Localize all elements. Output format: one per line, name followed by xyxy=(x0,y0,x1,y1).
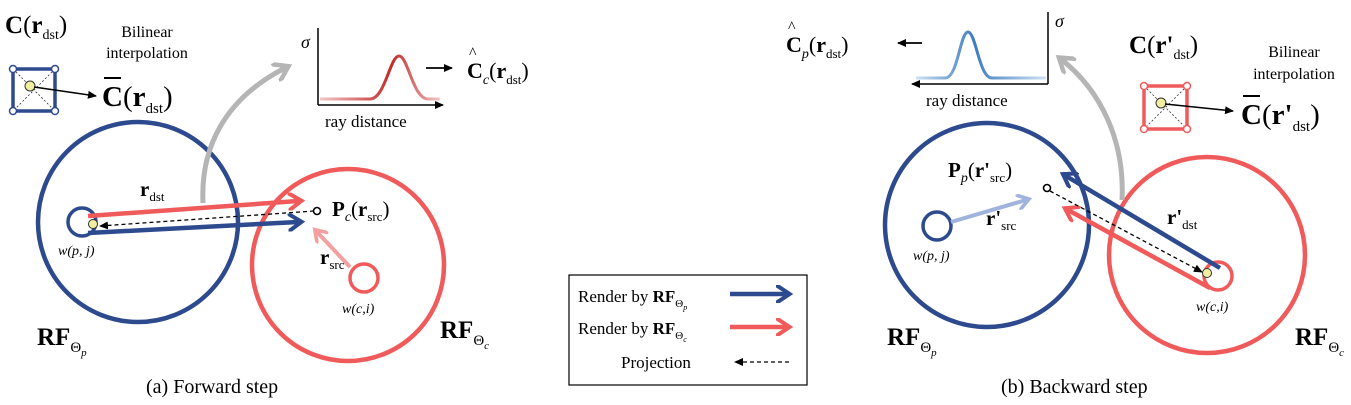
forward-node-c xyxy=(348,262,380,294)
backward-step: Pp(r'src) r'src r'dst w(p, j) w(c,i) RFΘ… xyxy=(786,11,1344,398)
forward-interp-arrow xyxy=(33,86,97,99)
backward-red-arrow xyxy=(1068,210,1212,290)
forward-pixel-label: C(rdst) xyxy=(5,12,67,43)
backward-density-curve xyxy=(916,30,1046,80)
backward-interp-line2: interpolation xyxy=(1253,66,1335,83)
forward-plot-result: Cc(rdst) xyxy=(467,58,529,88)
backward-node-p-label: w(p, j) xyxy=(913,249,950,264)
forward-node-p-label: w(p, j) xyxy=(58,244,95,259)
forward-blue-arrow xyxy=(87,222,298,236)
backward-projection-arrow xyxy=(1049,190,1203,273)
legend-projection-label: Projection xyxy=(621,353,691,372)
legend-render-c-label: Render by RFΘc xyxy=(578,319,687,344)
forward-projection-arrow xyxy=(99,210,315,230)
backward-rf-p-label: RFΘp xyxy=(887,324,937,359)
backward-pixel-grid xyxy=(1139,81,1192,134)
backward-plot-result-hat: ^ xyxy=(788,19,796,36)
backward-caption: (b) Backward step xyxy=(1001,376,1148,398)
backward-r-src-label: r'src xyxy=(986,206,1017,233)
backward-gray-arrow xyxy=(1062,60,1125,201)
forward-density-curve xyxy=(320,54,440,101)
forward-density-plot: σ ray distance xyxy=(301,28,444,131)
forward-proj-point-label: Pc(rsrc) xyxy=(332,197,390,225)
forward-node-c-label: w(c,i) xyxy=(342,302,375,317)
backward-proj-point-label: Pp(r'src) xyxy=(948,158,1012,186)
backward-rf-c-label: RFΘc xyxy=(1295,324,1344,359)
backward-src-arrow xyxy=(950,200,1026,224)
forward-node-p-dot xyxy=(88,219,98,229)
backward-blue-arrow xyxy=(1066,176,1222,270)
backward-proj-point xyxy=(1042,183,1052,193)
forward-interp-line2: interpolation xyxy=(106,45,188,62)
forward-interp-line1: Bilinear xyxy=(121,24,173,41)
backward-circle-p xyxy=(882,120,1092,330)
forward-src-arrow xyxy=(317,232,352,269)
backward-node-c-label: w(c,i) xyxy=(1196,300,1229,315)
forward-step: rdst Pc(rsrc) rsrc w(p, j) w(c,i) RFΘp R… xyxy=(5,12,529,398)
forward-r-src-label: rsrc xyxy=(320,245,345,272)
svg-text:σ: σ xyxy=(301,32,311,52)
backward-node-c-dot xyxy=(1202,268,1212,278)
forward-red-arrow xyxy=(87,201,298,219)
backward-interp-arrow xyxy=(1164,103,1234,115)
backward-node-p xyxy=(921,210,953,242)
svg-text:σ: σ xyxy=(1055,11,1065,31)
backward-circle-c xyxy=(1106,154,1308,356)
forward-proj-point xyxy=(312,206,322,216)
forward-gray-arrow xyxy=(200,68,285,204)
backward-interp-result: C(r'dst) xyxy=(1241,99,1320,135)
forward-circle-p xyxy=(35,119,241,325)
forward-r-dst-label: rdst xyxy=(140,177,165,204)
backward-pixel-label: C(r'dst) xyxy=(1129,32,1198,63)
backward-r-dst-label: r'dst xyxy=(1167,205,1198,232)
forward-rf-c-label: RFΘc xyxy=(440,317,489,352)
forward-caption: (a) Forward step xyxy=(146,376,278,398)
forward-plot-result-hat: ^ xyxy=(469,45,477,62)
legend-render-p-label: Render by RFΘp xyxy=(578,287,687,312)
backward-density-plot: σ ray distance xyxy=(911,11,1065,110)
legend: Render by RFΘp Render by RFΘc Projection xyxy=(568,274,808,386)
svg-text:ray distance: ray distance xyxy=(325,112,407,131)
backward-interp-line1: Bilinear xyxy=(1268,44,1320,61)
forward-interp-result: C(rdst) xyxy=(102,81,173,117)
forward-circle-c xyxy=(249,166,447,364)
backward-plot-result: Cp(rdst) xyxy=(786,32,848,62)
forward-rf-p-label: RFΘp xyxy=(37,324,87,359)
svg-text:ray distance: ray distance xyxy=(926,91,1008,110)
